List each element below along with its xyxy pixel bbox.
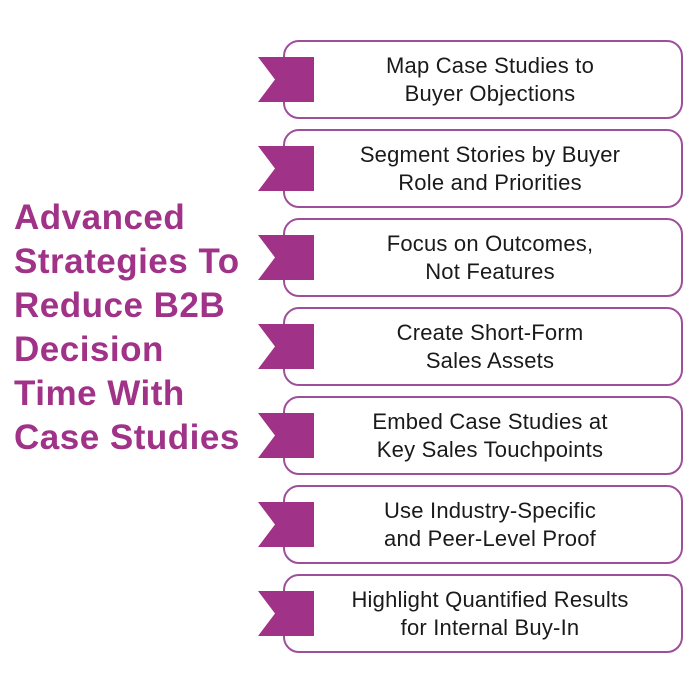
ribbon-flag-icon — [258, 235, 314, 280]
card-label: Create Short-Form Sales Assets — [363, 319, 604, 375]
strategy-card-list: Map Case Studies to Buyer Objections Seg… — [258, 40, 683, 653]
card-label-line2: for Internal Buy-In — [400, 614, 580, 640]
card-label: Highlight Quantified Results for Interna… — [317, 586, 648, 642]
card-label-line1: Focus on Outcomes, — [386, 230, 594, 256]
card-label-line2: and Peer-Level Proof — [384, 525, 596, 551]
strategy-card-5: Embed Case Studies at Key Sales Touchpoi… — [258, 396, 683, 475]
card-outline: Focus on Outcomes, Not Features — [283, 218, 683, 297]
card-label: Use Industry-Specific and Peer-Level Pro… — [350, 497, 616, 553]
card-label-line1: Use Industry-Specific — [383, 497, 597, 523]
card-outline: Highlight Quantified Results for Interna… — [283, 574, 683, 653]
strategy-card-2: Segment Stories by Buyer Role and Priori… — [258, 129, 683, 208]
card-label-line1: Segment Stories by Buyer — [359, 141, 621, 167]
card-label: Focus on Outcomes, Not Features — [353, 230, 614, 286]
title-line: Advanced — [14, 198, 186, 237]
card-label-line1: Embed Case Studies at — [372, 408, 608, 434]
strategy-card-6: Use Industry-Specific and Peer-Level Pro… — [258, 485, 683, 564]
card-label-line2: Not Features — [425, 258, 555, 284]
title-line: Time With — [14, 374, 185, 413]
card-outline: Embed Case Studies at Key Sales Touchpoi… — [283, 396, 683, 475]
ribbon-flag-icon — [258, 413, 314, 458]
card-label: Map Case Studies to Buyer Objections — [352, 52, 614, 108]
title-line: Decision — [14, 330, 164, 369]
strategy-card-3: Focus on Outcomes, Not Features — [258, 218, 683, 297]
card-label-line2: Key Sales Touchpoints — [376, 436, 604, 462]
ribbon-flag-icon — [258, 502, 314, 547]
ribbon-flag-icon — [258, 146, 314, 191]
card-outline: Use Industry-Specific and Peer-Level Pro… — [283, 485, 683, 564]
strategy-card-1: Map Case Studies to Buyer Objections — [258, 40, 683, 119]
title-line: Strategies To — [14, 242, 240, 281]
card-label: Embed Case Studies at Key Sales Touchpoi… — [338, 408, 627, 464]
card-label-line2: Role and Priorities — [398, 169, 582, 195]
ribbon-flag-icon — [258, 324, 314, 369]
strategy-card-7: Highlight Quantified Results for Interna… — [258, 574, 683, 653]
card-outline: Segment Stories by Buyer Role and Priori… — [283, 129, 683, 208]
ribbon-flag-icon — [258, 591, 314, 636]
card-label-line1: Create Short-Form — [396, 319, 584, 345]
page-title: Advanced Strategies To Reduce B2B Decisi… — [14, 196, 274, 460]
card-outline: Create Short-Form Sales Assets — [283, 307, 683, 386]
ribbon-flag-icon — [258, 57, 314, 102]
card-label-line2: Sales Assets — [425, 347, 555, 373]
card-label: Segment Stories by Buyer Role and Priori… — [326, 141, 640, 197]
card-outline: Map Case Studies to Buyer Objections — [283, 40, 683, 119]
strategy-card-4: Create Short-Form Sales Assets — [258, 307, 683, 386]
title-line: Case Studies — [14, 418, 240, 457]
title-line: Reduce B2B — [14, 286, 226, 325]
card-label-line1: Highlight Quantified Results — [351, 586, 629, 612]
card-label-line1: Map Case Studies to — [385, 52, 595, 78]
card-label-line2: Buyer Objections — [404, 80, 576, 106]
